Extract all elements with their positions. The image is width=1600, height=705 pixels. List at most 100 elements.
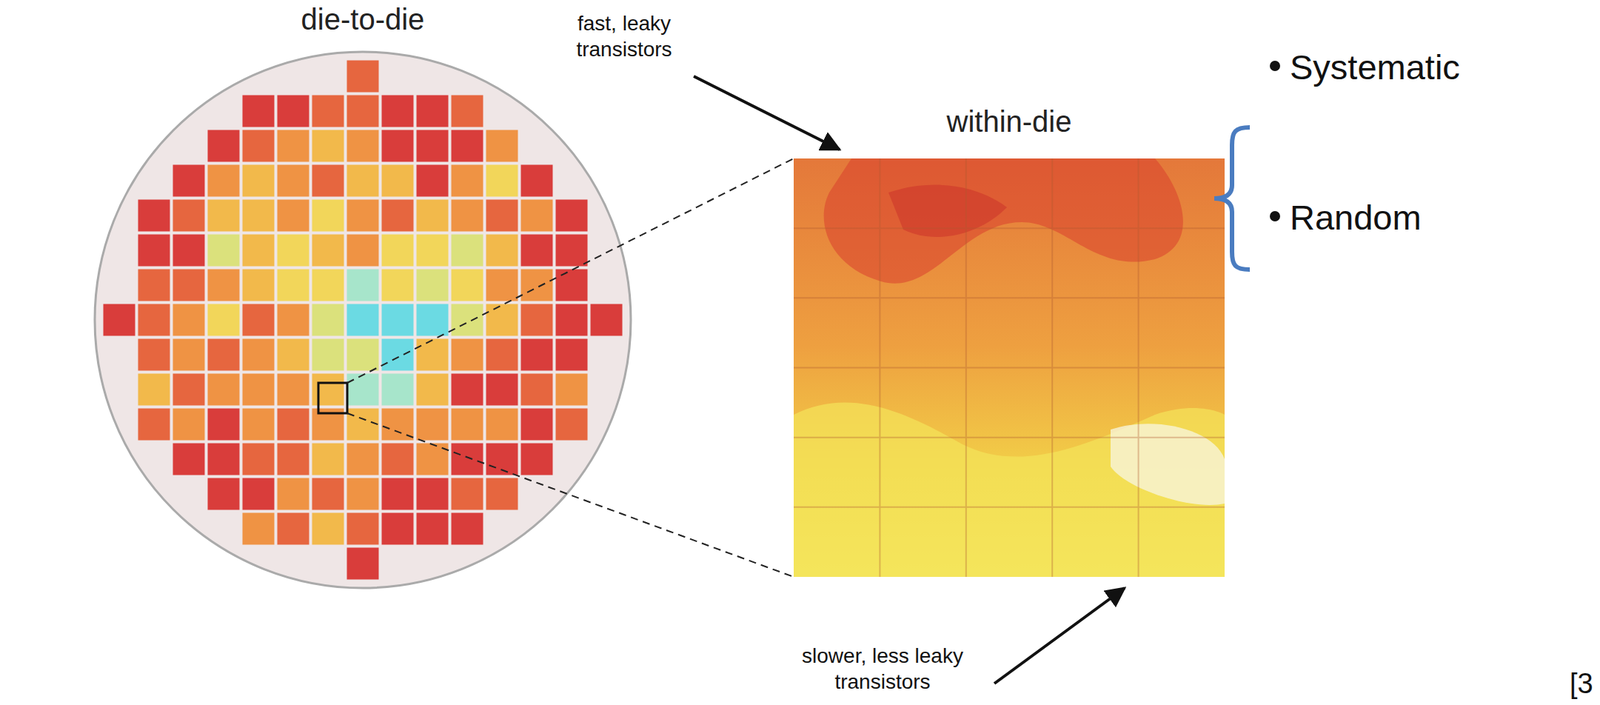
die [138,269,171,302]
die [382,304,414,337]
die [242,234,275,267]
die [138,373,171,406]
die [556,234,588,267]
die-node: within-die [793,158,1225,577]
die [416,513,449,545]
die [312,234,345,267]
die [347,95,380,128]
die [521,269,554,302]
die [173,339,206,371]
brace [1214,127,1250,270]
die [173,269,206,302]
die [486,408,519,441]
die [242,478,275,511]
die [451,513,484,545]
die [312,199,345,232]
die [416,339,449,371]
die [416,234,449,267]
die [138,408,171,441]
die [416,304,449,337]
die [382,373,414,406]
annotation: fast, leaky transistors [553,10,695,63]
wafer-node: die-to-die [94,51,631,588]
die [312,269,345,302]
die [242,373,275,406]
wafer [94,51,631,588]
die [347,304,380,337]
die [347,130,380,163]
die [242,199,275,232]
die [208,443,240,476]
bullet [1269,60,1281,72]
die [277,130,310,163]
heading: within-die [946,105,1073,139]
die [556,269,588,302]
die [173,408,206,441]
die [173,234,206,267]
die [416,478,449,511]
die [312,304,345,337]
die [486,304,519,337]
die [347,234,380,267]
die [242,165,275,197]
die [521,373,554,406]
die [312,478,345,511]
die [382,339,414,371]
die [242,408,275,441]
die [416,373,449,406]
die [451,478,484,511]
die [312,443,345,476]
die [451,199,484,232]
die [277,373,310,406]
die [242,443,275,476]
die [347,547,380,580]
die [521,304,554,337]
die [347,443,380,476]
die [103,304,136,337]
die [416,95,449,128]
die [521,199,554,232]
die [208,165,240,197]
die [521,339,554,371]
die [138,199,171,232]
die [416,199,449,232]
die [138,339,171,371]
die [521,408,554,441]
die [242,339,275,371]
die [451,304,484,337]
die [173,443,206,476]
die [312,373,345,406]
die [347,339,380,371]
die [486,199,519,232]
die [208,234,240,267]
die [521,234,554,267]
die [208,304,240,337]
die [486,339,519,371]
die [451,408,484,441]
die [277,443,310,476]
die [173,304,206,337]
die [521,165,554,197]
die [242,95,275,128]
zoom-lines [347,158,794,577]
die [451,443,484,476]
die [208,373,240,406]
die [416,130,449,163]
die [451,373,484,406]
die [556,199,588,232]
die [277,408,310,441]
die [312,165,345,197]
die [451,95,484,128]
die [556,304,588,337]
die [138,304,171,337]
die [451,165,484,197]
die [416,408,449,441]
die [242,513,275,545]
die [416,269,449,302]
die [416,165,449,197]
die [382,478,414,511]
die [347,269,380,302]
die [347,513,380,545]
die [312,339,345,371]
